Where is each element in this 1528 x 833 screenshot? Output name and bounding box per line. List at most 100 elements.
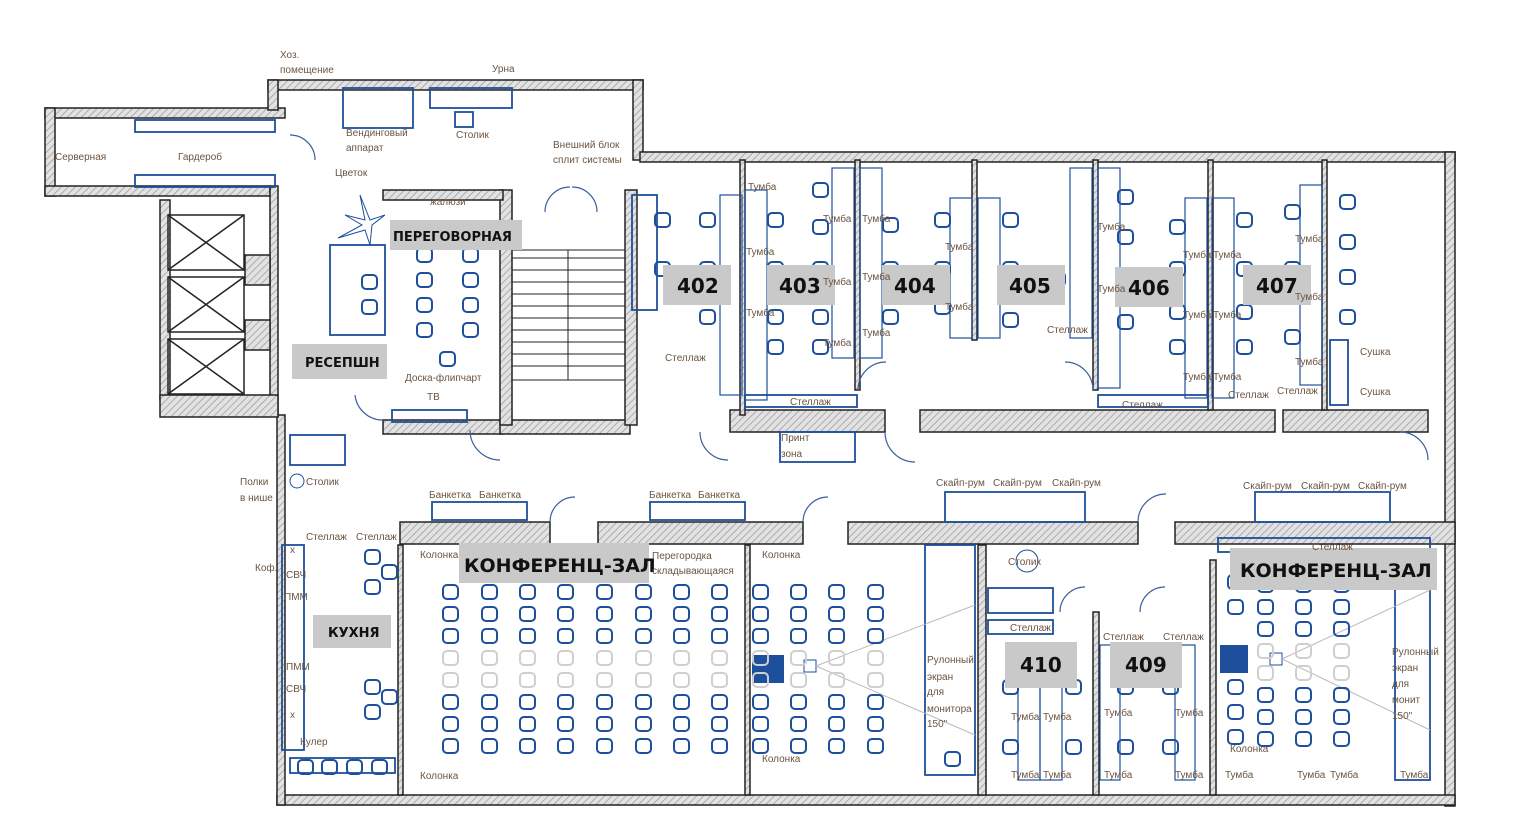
label-rack: Стеллаж: [1228, 390, 1269, 401]
label-split: Внешний блок: [553, 139, 620, 151]
chair-icon: [635, 606, 652, 622]
label-screen: 150": [927, 719, 948, 730]
label-rack: Стеллаж: [790, 397, 831, 408]
chair-icon: [1333, 731, 1350, 747]
chair-icon: [557, 606, 574, 622]
label-cabinet: Тумба: [862, 327, 891, 339]
chair-icon: [481, 694, 498, 710]
chair-icon: [1295, 731, 1312, 747]
label-screen: для: [927, 687, 944, 698]
chair-icon: [1117, 189, 1134, 205]
chair-icon: [1162, 739, 1179, 755]
chair-icon: [711, 672, 728, 688]
elevator-icon: [167, 276, 245, 333]
desk: [1184, 197, 1208, 399]
label-split: сплит системы: [553, 155, 622, 166]
chair-icon: [711, 584, 728, 600]
chair-icon: [828, 672, 845, 688]
door-swing: [1399, 431, 1429, 461]
chair-icon: [416, 272, 433, 288]
label-cabinet: Тумба: [945, 301, 974, 313]
chair-icon: [297, 759, 314, 775]
chair-icon: [699, 212, 716, 228]
chair-icon: [481, 650, 498, 666]
chair-icon: [673, 628, 690, 644]
chair-icon: [381, 564, 398, 580]
chair-icon: [557, 716, 574, 732]
room-tags: ПЕРЕГОВОРНАЯ РЕСЕПШН КУХНЯ КОНФЕРЕНЦ-ЗАЛ…: [292, 220, 1437, 688]
chair-icon: [828, 738, 845, 754]
label-cabinet: Тумба: [1225, 769, 1254, 781]
chair-icon: [790, 738, 807, 754]
chair-icon: [635, 716, 652, 732]
chair-icon: [1257, 643, 1274, 659]
label-shelves: в нише: [240, 493, 273, 504]
label-screen: Рулонный: [1392, 647, 1439, 658]
chair-icon: [1257, 599, 1274, 615]
label-tv: ТВ: [427, 392, 440, 403]
label-screen: монит: [1392, 695, 1421, 706]
label-speaker: Колонка: [762, 754, 801, 765]
label-bin: Урна: [492, 64, 515, 75]
label-cabinet: Тумба: [823, 337, 852, 349]
chair-icon: [557, 650, 574, 666]
label-table: Столик: [306, 477, 339, 488]
door-swing: [289, 134, 316, 161]
chair-icon: [828, 694, 845, 710]
elevator-icon: [167, 338, 245, 395]
label-rack: Стеллаж: [1122, 400, 1163, 411]
chair-icon: [790, 716, 807, 732]
chair-icon: [673, 672, 690, 688]
meeting-room-title: ПЕРЕГОВОРНАЯ: [393, 230, 512, 245]
chair-icon: [1333, 643, 1350, 659]
label-screen: экран: [927, 672, 953, 683]
chair-icon: [790, 672, 807, 688]
chair-icon: [867, 716, 884, 732]
label-utility: Хоз.: [280, 50, 299, 61]
chair-icon: [828, 650, 845, 666]
label-partition: Перегородка: [652, 551, 712, 562]
chair-icon: [557, 584, 574, 600]
chair-icon: [882, 309, 899, 325]
label-rack: Стеллаж: [665, 353, 706, 364]
chair-icon: [711, 694, 728, 710]
chair-icon: [462, 322, 479, 338]
chair-icon: [1295, 599, 1312, 615]
desk: [1174, 644, 1196, 781]
chair-icon: [673, 606, 690, 622]
chair-icon: [752, 694, 769, 710]
chair-icon: [635, 738, 652, 754]
room-410: 410: [1020, 653, 1062, 677]
label-rack: Стеллаж: [1103, 632, 1144, 643]
chair-icon: [654, 212, 671, 228]
chair-icon: [867, 672, 884, 688]
label-cabinet: Тумба: [1297, 769, 1326, 781]
room-404: 404: [894, 274, 936, 298]
desk: [1211, 197, 1235, 399]
chair-icon: [364, 549, 381, 565]
label-screen: экран: [1392, 663, 1418, 674]
label-table: Столик: [1008, 557, 1041, 568]
chair-icon: [1339, 234, 1356, 250]
label-cabinet: Тумба: [1183, 249, 1212, 261]
door-swing: [857, 361, 887, 391]
chair-icon: [1227, 679, 1244, 695]
label-partition: складывающаяся: [652, 566, 734, 577]
chair-icon: [867, 584, 884, 600]
label-cabinet: Тумба: [1097, 221, 1126, 233]
chair-icon: [442, 628, 459, 644]
chair-icon: [790, 584, 807, 600]
elevator-icon: [167, 214, 245, 271]
label-cabinet: Тумба: [1330, 769, 1359, 781]
label-cabinet: Тумба: [1043, 769, 1072, 781]
chair-icon: [812, 219, 829, 235]
chair-icon: [557, 672, 574, 688]
chair-icon: [1284, 204, 1301, 220]
chair-icon: [596, 738, 613, 754]
door-swing: [1137, 493, 1167, 523]
label-x: x: [290, 710, 295, 721]
chair-icon: [1002, 212, 1019, 228]
chair-icon: [767, 309, 784, 325]
chair-icon: [596, 694, 613, 710]
label-blinds: жалюзи: [430, 197, 466, 208]
